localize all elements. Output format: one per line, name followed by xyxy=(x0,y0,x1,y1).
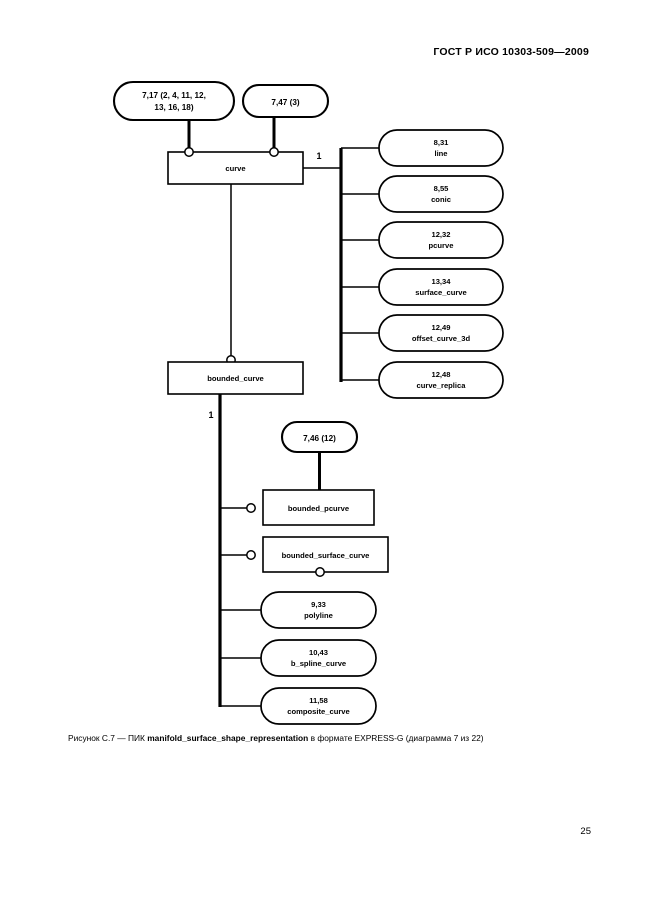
subtype-line-label: line xyxy=(434,149,447,158)
subtype-pcurve-label: pcurve xyxy=(429,241,454,250)
subtype-surface-curve-ref: 13,34 xyxy=(431,277,451,286)
entity-bounded-curve: bounded_curve xyxy=(167,361,304,395)
ref-top-right-line1: 7,47 (3) xyxy=(271,98,299,107)
entity-bounded-surface-curve-box xyxy=(262,536,389,573)
subtype-b-spline-curve-label: b_spline_curve xyxy=(291,659,346,668)
entity-bounded-surface-curve-label: bounded_surface_curve xyxy=(282,551,370,560)
caption-suffix: в формате EXPRESS-G (диаграмма 7 из 22) xyxy=(308,733,484,743)
connector-circle-bounded-surface-curve-bottom xyxy=(315,567,325,577)
diagram-canvas: 7,17 (2, 4, 11, 12, 13, 16, 18) 7,47 (3)… xyxy=(112,80,504,725)
subtype-surface-curve: 13,34 surface_curve xyxy=(378,268,504,306)
ref-node-top-right: 7,47 (3) xyxy=(241,83,330,152)
ref-mid-line1: 7,46 (12) xyxy=(303,434,336,443)
entity-bounded-surface-curve: bounded_surface_curve xyxy=(262,536,389,573)
ref-top-left-line1: 7,17 (2, 4, 11, 12, xyxy=(142,91,206,100)
ref-node-top-left: 7,17 (2, 4, 11, 12, 13, 16, 18) xyxy=(112,80,236,152)
subtype-polyline-ref: 9,33 xyxy=(311,600,326,609)
subtype-curve-replica-ref: 12,48 xyxy=(431,370,450,379)
subtype-line-shape xyxy=(378,129,504,167)
subtype-curve-replica-label: curve_replica xyxy=(417,381,467,390)
subtype-polyline-shape xyxy=(260,591,377,629)
subtype-line: 8,31 line xyxy=(378,129,504,167)
caption-prefix: Рисунок С.7 — ПИК xyxy=(68,733,148,743)
subtype-composite-curve-shape xyxy=(260,687,377,725)
express-g-diagram: 7,17 (2, 4, 11, 12, 13, 16, 18) 7,47 (3)… xyxy=(0,70,646,730)
connector-circle-curve-right xyxy=(269,147,279,157)
connector-circle-bounded-pcurve xyxy=(246,503,256,513)
ref-top-left-shape xyxy=(112,80,236,122)
subtype-polyline-label: polyline xyxy=(304,611,333,620)
connector-circle-curve-left xyxy=(184,147,194,157)
entity-bounded-pcurve-label: bounded_pcurve xyxy=(288,504,349,513)
figure-caption: Рисунок С.7 — ПИК manifold_surface_shape… xyxy=(68,732,588,745)
cardinality-bounded-curve: 1 xyxy=(208,410,213,420)
subtype-composite-curve: 11,58 composite_curve xyxy=(260,687,377,725)
cardinality-curve: 1 xyxy=(316,151,321,161)
subtype-curve-replica-shape xyxy=(378,361,504,399)
entity-bounded-curve-box xyxy=(167,361,304,395)
standard-header: ГОСТ Р ИСО 10303-509—2009 xyxy=(433,46,589,58)
entity-curve-label: curve xyxy=(225,164,245,173)
subtype-pcurve: 12,32 pcurve xyxy=(378,221,504,259)
subtype-offset-curve-3d: 12,49 offset_curve_3d xyxy=(378,314,504,352)
connector-circle-bounded-surface-curve xyxy=(246,550,256,560)
page-number: 25 xyxy=(580,826,591,837)
subtype-b-spline-curve-shape xyxy=(260,639,377,677)
subtype-polyline: 9,33 polyline xyxy=(260,591,377,629)
entity-curve: curve xyxy=(167,147,304,185)
entity-bounded-pcurve-box xyxy=(262,489,375,526)
subtype-b-spline-curve: 10,43 b_spline_curve xyxy=(260,639,377,677)
subtype-conic: 8,55 conic xyxy=(378,175,504,213)
subtype-conic-shape xyxy=(378,175,504,213)
subtype-pcurve-shape xyxy=(378,221,504,259)
ref-top-right-shape xyxy=(241,83,330,119)
subtype-curve-replica: 12,48 curve_replica xyxy=(378,361,504,399)
subtype-line-ref: 8,31 xyxy=(434,138,450,147)
entity-bounded-pcurve: bounded_pcurve xyxy=(262,489,375,526)
caption-entity: manifold_surface_shape_representation xyxy=(147,733,309,743)
subtype-b-spline-curve-ref: 10,43 xyxy=(309,648,328,657)
subtype-conic-ref: 8,55 xyxy=(434,184,450,193)
ref-node-mid: 7,46 (12) xyxy=(280,420,359,490)
subtype-offset-curve-3d-label: offset_curve_3d xyxy=(412,334,471,343)
subtype-pcurve-ref: 12,32 xyxy=(431,230,450,239)
subtype-offset-curve-3d-shape xyxy=(378,314,504,352)
entity-bounded-curve-label: bounded_curve xyxy=(207,374,264,383)
subtype-composite-curve-ref: 11,58 xyxy=(309,696,328,705)
subtype-surface-curve-label: surface_curve xyxy=(415,288,467,297)
subtype-surface-curve-shape xyxy=(378,268,504,306)
subtype-offset-curve-3d-ref: 12,49 xyxy=(431,323,450,332)
ref-top-left-line2: 13, 16, 18) xyxy=(154,103,193,112)
subtype-conic-label: conic xyxy=(431,195,451,204)
subtype-composite-curve-label: composite_curve xyxy=(287,707,349,716)
